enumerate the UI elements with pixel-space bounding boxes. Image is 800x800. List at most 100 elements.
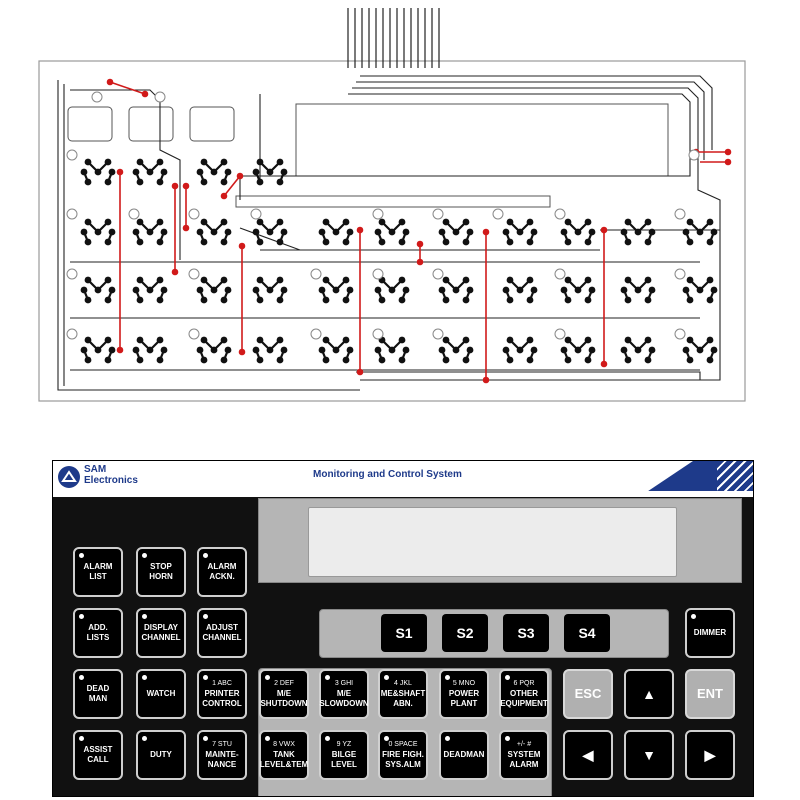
key-contact-pad xyxy=(318,336,354,364)
pad-dot xyxy=(104,158,112,166)
pad-dot xyxy=(584,336,592,344)
pad-dot xyxy=(220,238,228,246)
mounting-hole xyxy=(688,149,700,161)
pad-dot xyxy=(502,286,510,294)
pad-dot xyxy=(402,228,410,236)
pad-dot xyxy=(210,346,218,354)
pad-dot xyxy=(80,228,88,236)
pad-dot xyxy=(94,346,102,354)
fire-fighting-key[interactable]: 0 SPACE FIRE FIGH.SYS.ALM xyxy=(378,730,428,780)
key-contact-pad xyxy=(252,218,288,246)
s4-key[interactable]: S4 xyxy=(564,614,610,652)
pad-dot xyxy=(378,218,386,226)
pad-dot xyxy=(196,168,204,176)
pad-dot xyxy=(342,296,350,304)
pad-dot xyxy=(84,218,92,226)
pad-dot xyxy=(280,346,288,354)
watch-key[interactable]: WATCH xyxy=(136,669,186,719)
pad-dot xyxy=(94,168,102,176)
pad-dot xyxy=(104,276,112,284)
pad-dot xyxy=(686,276,694,284)
key-contact-pad xyxy=(80,276,116,304)
maintenance-key[interactable]: 7 STU MAINTE-NANCE xyxy=(197,730,247,780)
pad-dot xyxy=(682,286,690,294)
s1-key[interactable]: S1 xyxy=(381,614,427,652)
brand-line-1: SAM xyxy=(84,464,107,475)
key-contact-pad xyxy=(374,336,410,364)
pad-dot xyxy=(322,238,330,246)
right-arrow-key[interactable]: ▶ xyxy=(685,730,735,780)
pad-dot xyxy=(342,356,350,364)
deadman-key[interactable]: DEADMAN xyxy=(439,730,489,780)
pad-dot xyxy=(442,238,450,246)
esc-key[interactable]: ESC xyxy=(563,669,613,719)
pad-dot xyxy=(136,238,144,246)
key-contact-pad xyxy=(318,218,354,246)
pad-dot xyxy=(342,218,350,226)
pad-dot xyxy=(506,296,514,304)
front-panel: SAM Electronics Monitoring and Control S… xyxy=(52,460,754,797)
pad-dot xyxy=(156,238,164,246)
key-contact-pad xyxy=(438,276,474,304)
pad-dot xyxy=(224,286,232,294)
pad-dot xyxy=(686,356,694,364)
pad-dot xyxy=(200,336,208,344)
pad-dot xyxy=(388,286,396,294)
pad-dot xyxy=(682,346,690,354)
pad-dot xyxy=(132,168,140,176)
pad-dot xyxy=(644,276,652,284)
pad-dot xyxy=(280,228,288,236)
pad-dot xyxy=(648,346,656,354)
pad-dot xyxy=(156,276,164,284)
pad-dot xyxy=(442,336,450,344)
pad-dot xyxy=(374,346,382,354)
up-arrow-key[interactable]: ▲ xyxy=(624,669,674,719)
pad-dot xyxy=(342,238,350,246)
pad-dot xyxy=(516,286,524,294)
pad-dot xyxy=(462,296,470,304)
pad-dot xyxy=(322,276,330,284)
duty-key[interactable]: DUTY xyxy=(136,730,186,780)
pad-dot xyxy=(84,296,92,304)
pad-dot xyxy=(398,238,406,246)
down-arrow-key[interactable]: ▼ xyxy=(624,730,674,780)
down-arrow-icon: ▼ xyxy=(642,747,656,763)
pad-dot xyxy=(696,346,704,354)
pad-dot xyxy=(156,178,164,186)
led-cutout-2 xyxy=(128,106,174,142)
s2-key[interactable]: S2 xyxy=(442,614,488,652)
pad-dot xyxy=(220,336,228,344)
mounting-hole xyxy=(188,208,200,220)
header-white-band xyxy=(53,461,693,491)
pad-dot xyxy=(266,286,274,294)
pad-dot xyxy=(196,346,204,354)
left-arrow-key[interactable]: ◀ xyxy=(563,730,613,780)
key-led xyxy=(79,553,84,558)
pad-dot xyxy=(438,228,446,236)
pad-dot xyxy=(132,228,140,236)
pad-dot xyxy=(584,238,592,246)
pad-dot xyxy=(560,286,568,294)
membrane-circuit-layout xyxy=(38,8,746,402)
ent-key[interactable]: ENT xyxy=(685,669,735,719)
dimmer-key[interactable]: DIMMER xyxy=(685,608,735,658)
s3-key[interactable]: S3 xyxy=(503,614,549,652)
add-lists-key[interactable]: ADD.LISTS xyxy=(73,608,123,658)
key-contact-pad xyxy=(438,218,474,246)
